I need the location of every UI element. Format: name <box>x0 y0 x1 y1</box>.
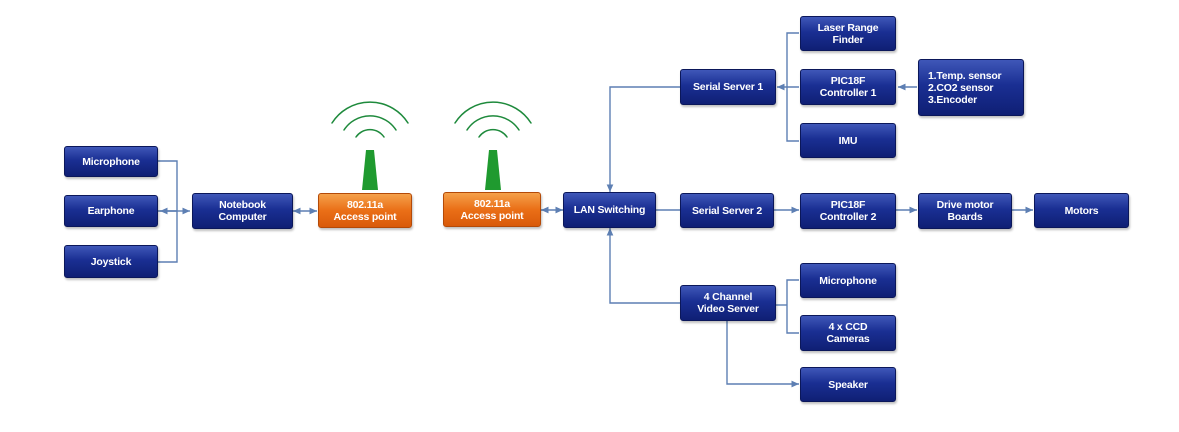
wifi-antenna-icon <box>331 101 409 190</box>
node-ccd-cameras: 4 x CCD Cameras <box>800 315 896 351</box>
node-lan-switching: LAN Switching <box>563 192 656 228</box>
node-speaker: Speaker <box>800 367 896 402</box>
node-microphone-left: Microphone <box>64 146 158 177</box>
connector-lan-serial1 <box>606 86 680 192</box>
node-sensor-list: 1.Temp. sensor 2.CO2 sensor 3.Encoder <box>918 59 1024 116</box>
node-pic18f-controller-1: PIC18F Controller 1 <box>800 69 896 105</box>
node-notebook-computer: Notebook Computer <box>192 193 293 229</box>
node-drive-motor-boards: Drive motor Boards <box>918 193 1012 229</box>
node-microphone-right: Microphone <box>800 263 896 298</box>
connector-video-bracket <box>786 279 799 334</box>
node-laser-range-finder: Laser Range Finder <box>800 16 896 51</box>
node-access-point-left: 802.11a Access point <box>318 193 412 228</box>
node-serial-server-2: Serial Server 2 <box>680 193 774 228</box>
node-joystick: Joystick <box>64 245 158 278</box>
connector-video-speaker <box>726 320 799 388</box>
connector-lan-video <box>606 228 680 304</box>
node-video-server: 4 Channel Video Server <box>680 285 776 321</box>
node-pic18f-controller-2: PIC18F Controller 2 <box>800 193 896 229</box>
node-motors: Motors <box>1034 193 1129 228</box>
node-serial-server-1: Serial Server 1 <box>680 69 776 105</box>
node-earphone: Earphone <box>64 195 158 227</box>
wifi-antenna-icon <box>454 101 532 190</box>
node-access-point-right: 802.11a Access point <box>443 192 541 227</box>
node-imu: IMU <box>800 123 896 158</box>
